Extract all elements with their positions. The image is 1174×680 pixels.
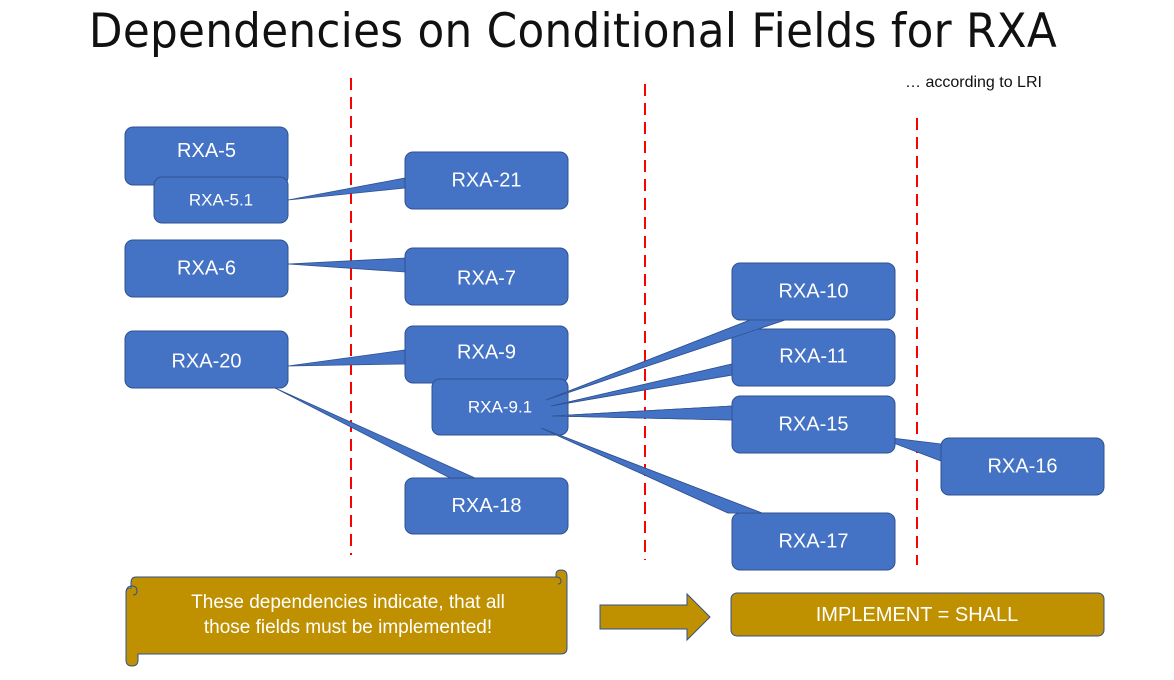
right-arrow-icon — [599, 592, 711, 642]
field-label: RXA-17 — [778, 531, 848, 553]
field-label: RXA-7 — [457, 268, 516, 290]
scroll-curl-right — [555, 576, 562, 585]
field-box — [731, 262, 896, 321]
conclusion-box — [730, 592, 1105, 637]
scroll-curl-left — [125, 585, 138, 596]
note-scroll — [125, 569, 568, 667]
field-node-rxa-18: RXA-18 — [404, 477, 569, 535]
dependency-edge-overlay — [550, 363, 733, 407]
dependency-edge-overlay — [545, 319, 786, 401]
field-box — [404, 477, 569, 535]
field-label: RXA-5 — [177, 140, 236, 162]
note-line-2: those fields must be implemented! — [203, 617, 493, 638]
field-box — [153, 176, 289, 224]
field-box — [431, 378, 569, 436]
field-node-rxa-6: RXA-6 — [124, 239, 289, 298]
dependency-edge-overlay — [540, 427, 763, 514]
field-node-rxa-11: RXA-11 — [731, 328, 896, 387]
dependency-edge-rxa-20-to-rxa-9 — [287, 349, 406, 367]
field-node-rxa-9-1: RXA-9.1 — [431, 378, 569, 436]
field-box — [124, 330, 289, 389]
field-label: RXA-5.1 — [189, 191, 253, 210]
field-box — [404, 151, 569, 210]
dependency-edge-rxa-5-1-to-rxa-21 — [287, 177, 406, 201]
column-dividers — [350, 78, 918, 565]
conclusion-label: IMPLEMENT = SHALL — [816, 604, 1018, 626]
field-node-rxa-16: RXA-16 — [940, 437, 1105, 496]
field-node-rxa-9: RXA-9 — [404, 325, 569, 384]
field-node-rxa-5: RXA-5 — [124, 126, 289, 186]
field-node-rxa-15: RXA-15 — [731, 395, 896, 454]
field-node-rxa-21: RXA-21 — [404, 151, 569, 210]
note-text: These dependencies indicate, that all th… — [138, 590, 558, 640]
field-node-rxa-17: RXA-17 — [731, 512, 896, 571]
field-box — [404, 247, 569, 306]
field-label: RXA-20 — [171, 351, 241, 373]
field-label: RXA-15 — [778, 414, 848, 436]
field-label: RXA-16 — [987, 456, 1057, 478]
field-box — [124, 239, 289, 298]
field-box — [731, 328, 896, 387]
field-box — [940, 437, 1105, 496]
field-label: RXA-9 — [457, 342, 516, 364]
field-label: RXA-11 — [779, 346, 848, 368]
field-box — [731, 395, 896, 454]
field-label: RXA-10 — [778, 281, 848, 303]
field-label: RXA-6 — [177, 258, 236, 280]
field-label: RXA-18 — [451, 495, 521, 517]
field-node-rxa-7: RXA-7 — [404, 247, 569, 306]
field-label: RXA-9.1 — [468, 398, 532, 417]
slide-subtitle: … according to LRI — [905, 74, 1042, 91]
field-box — [731, 512, 896, 571]
field-node-rxa-10: RXA-10 — [731, 262, 896, 321]
slide-title: Dependencies on Conditional Fields for R… — [88, 4, 1058, 59]
field-label: RXA-21 — [451, 170, 521, 192]
field-node-rxa-20: RXA-20 — [124, 330, 289, 389]
note-line-1: These dependencies indicate, that all — [191, 592, 505, 613]
dependency-edge-rxa-6-to-rxa-7 — [287, 257, 406, 273]
scroll-body — [125, 569, 568, 667]
field-node-rxa-5-1: RXA-5.1 — [153, 176, 289, 224]
dependency-edge-overlay — [551, 405, 733, 421]
